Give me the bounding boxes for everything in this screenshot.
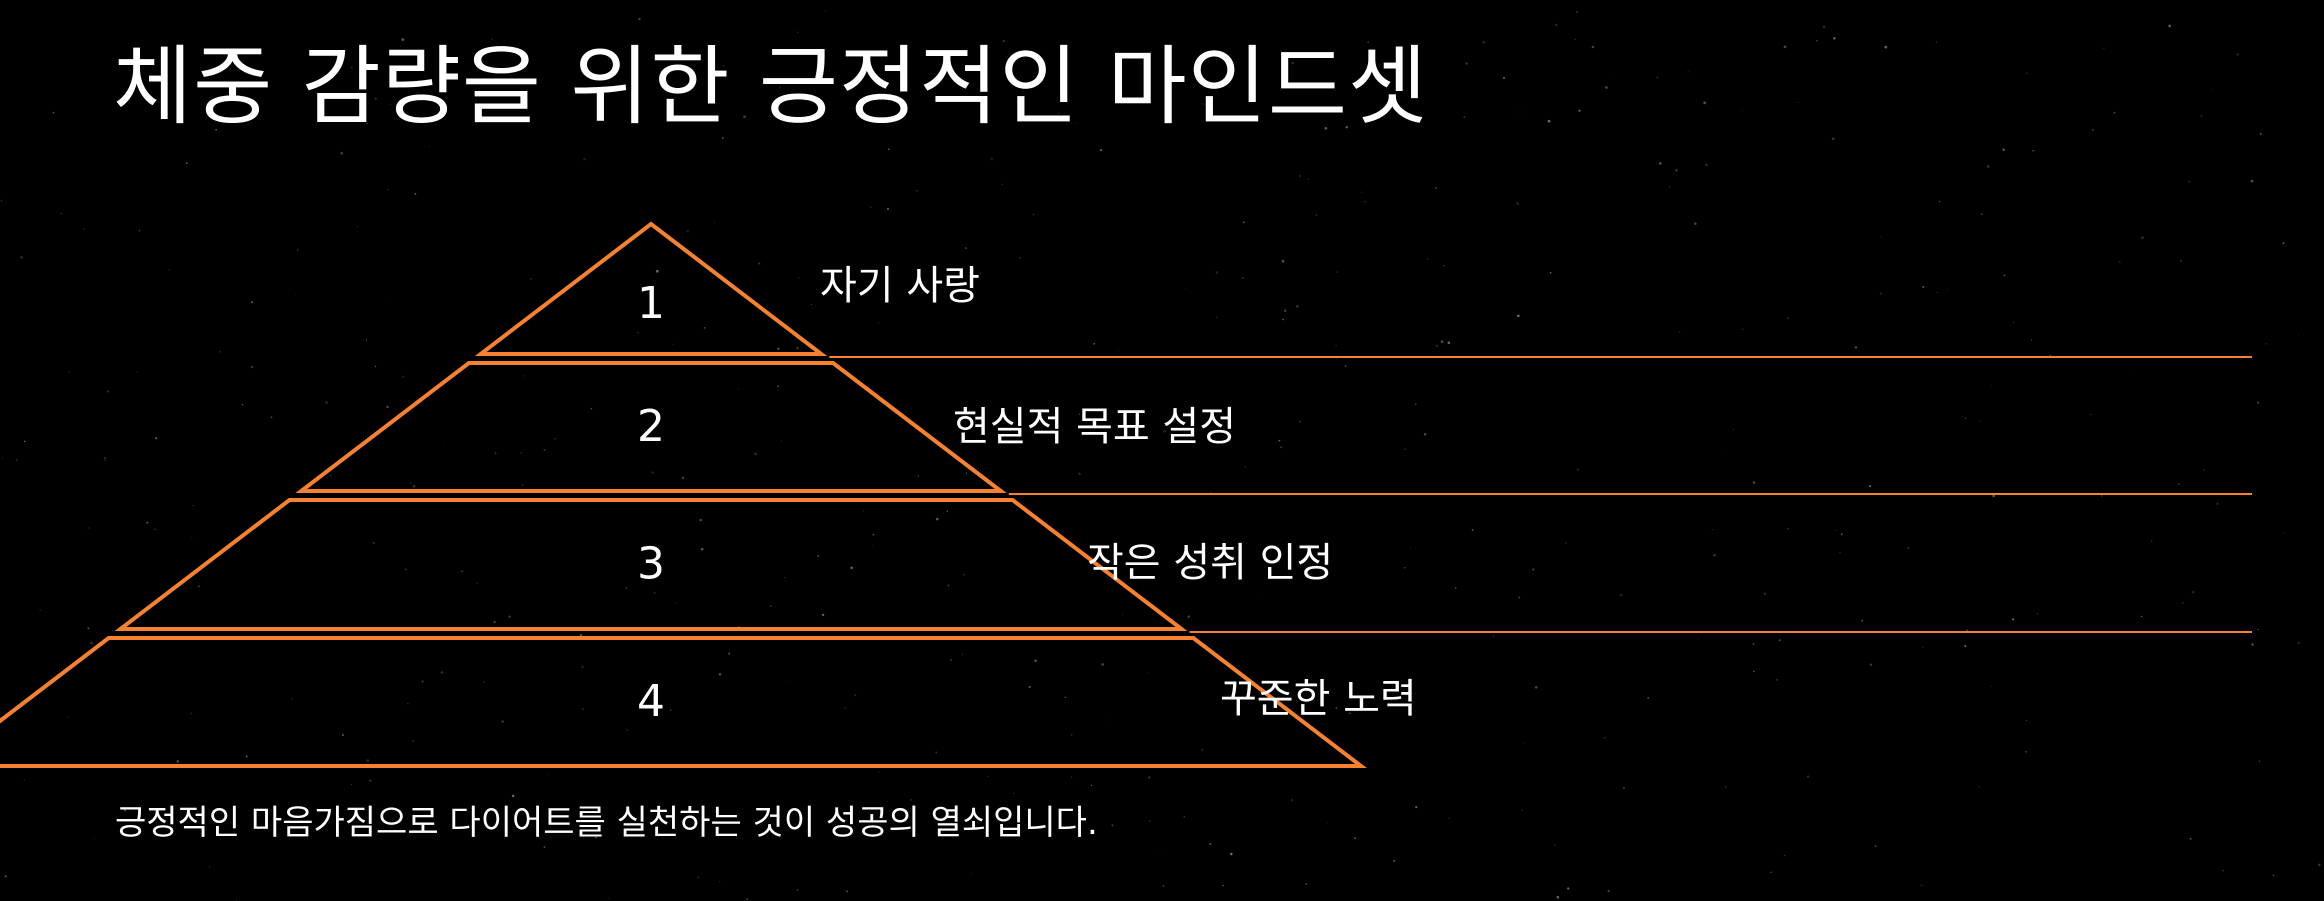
pyramid-tier-shape [474,221,828,356]
tier-label: 작은 성취 인정 [1087,540,1333,586]
pyramid-tier-1: 1 자기 사랑 [474,221,2252,358]
slide-caption: 긍정적인 마음가짐으로 다이어트를 실천하는 것이 성공의 열쇠입니다. [115,803,1098,843]
tier-number: 1 [637,278,665,329]
tier-label: 현실적 목표 설정 [953,404,1236,450]
pyramid-tier-4: 4 꾸준한 노력 [0,636,1417,768]
slide-title: 체중 감량을 위한 긍정적인 마인드셋 [113,37,1429,137]
tier-label: 자기 사랑 [820,263,980,309]
pyramid-tier-3: 3 작은 성취 인정 [114,498,2252,633]
pyramid-tier-shape [114,498,1188,631]
pyramid-tier-2: 2 현실적 목표 설정 [295,361,2252,495]
pyramid-tier-shape [295,361,1007,493]
tier-number: 3 [637,539,665,590]
tier-number: 4 [637,676,665,727]
pyramid-tier-shape [0,636,1367,768]
tier-label: 꾸준한 노력 [1220,676,1417,722]
tier-number: 2 [637,401,665,452]
